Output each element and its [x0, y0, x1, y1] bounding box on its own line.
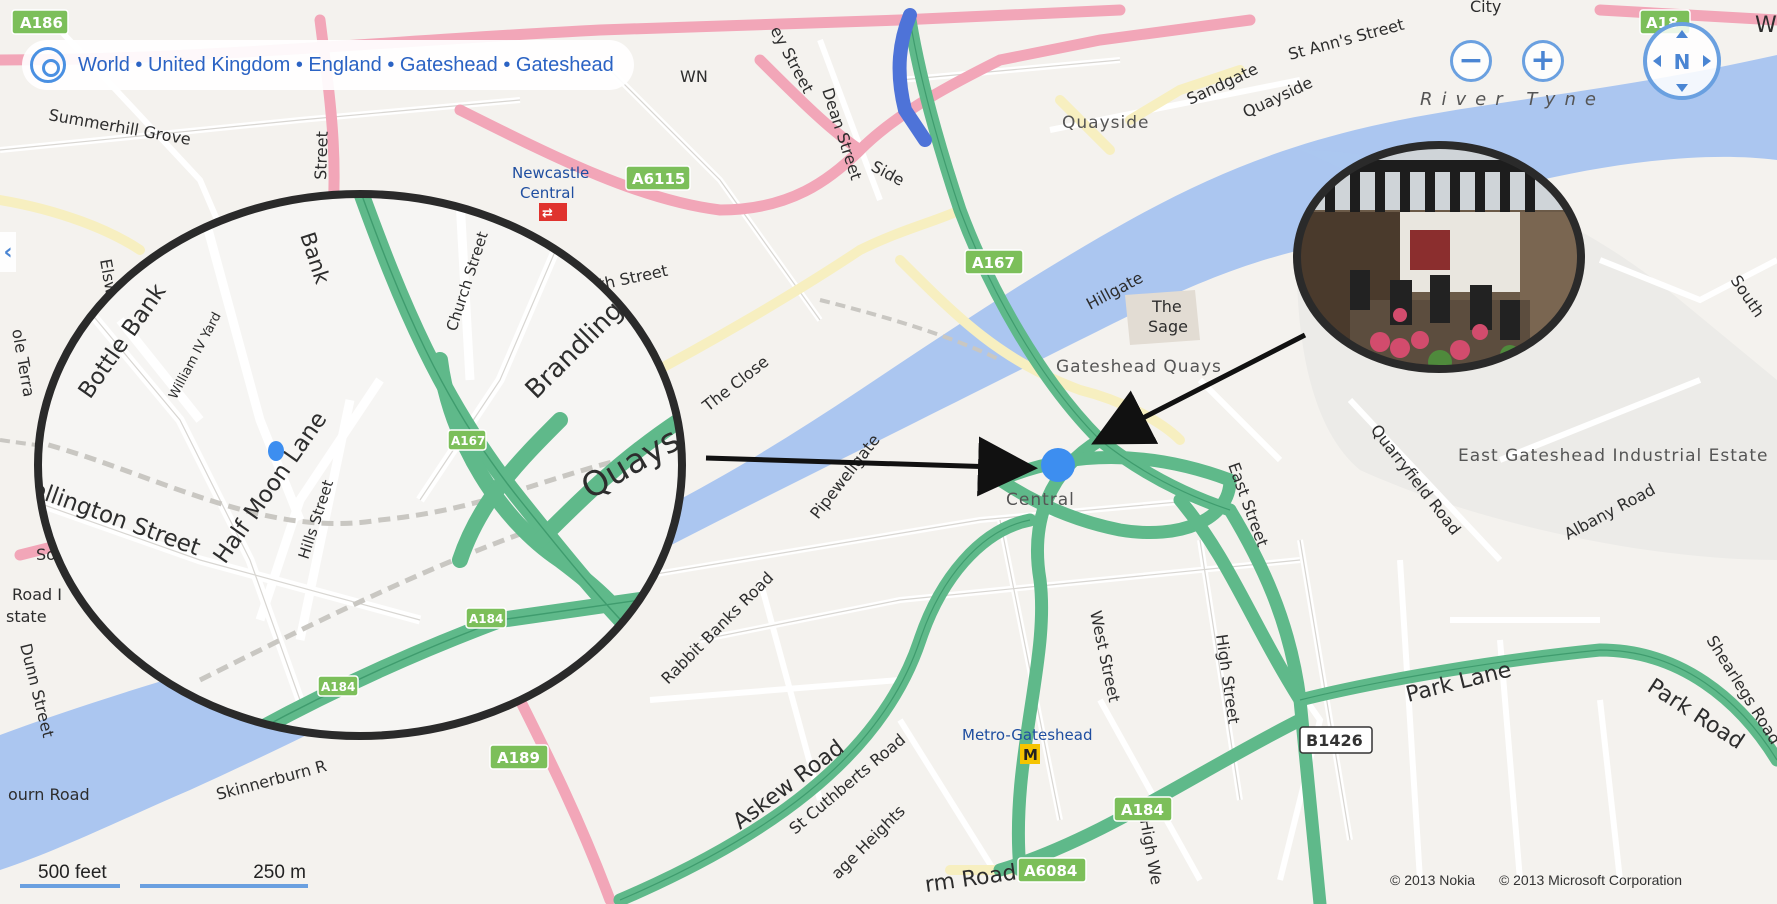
shield-a186: A186 — [11, 9, 69, 35]
metro-icon — [1020, 744, 1040, 764]
svg-text:A6084: A6084 — [1024, 862, 1077, 880]
arrow-photo-to-marker — [1091, 332, 1307, 445]
label-newcastle-central-2: Central — [520, 184, 575, 202]
chevron-left-icon: ‹ — [3, 239, 13, 265]
compass-down-icon[interactable] — [1676, 84, 1688, 92]
compass-left-icon[interactable] — [1653, 55, 1661, 67]
label-the-sage-1: The — [1151, 297, 1182, 316]
svg-text:A184: A184 — [469, 612, 503, 626]
compass-control[interactable]: N — [1643, 22, 1721, 100]
rail-station-icon — [539, 203, 567, 221]
breadcrumb-path[interactable]: World • United Kingdom • England • Gates… — [78, 53, 614, 76]
shield-a167: A167 — [964, 249, 1024, 275]
label-the-sage-2: Sage — [1148, 317, 1188, 336]
svg-text:A167: A167 — [972, 254, 1015, 272]
copyright-nokia: © 2013 Nokia — [1390, 872, 1476, 888]
zoom-shield-a184: A184 — [465, 607, 507, 629]
zoom-location-marker — [268, 441, 284, 461]
compass-north-label: N — [1673, 50, 1691, 74]
road-shields: A186 A18 A6115 A167 A189 A184 A6084 B142… — [11, 9, 1691, 883]
copyright-microsoft: © 2013 Microsoft Corporation — [1498, 872, 1683, 888]
label-wn: WN — [680, 67, 708, 86]
zoom-lens-border — [34, 190, 686, 740]
label-quayside-area: Quayside — [1062, 113, 1149, 133]
river-tyne — [0, 55, 1777, 870]
shield-a189: A189 — [489, 744, 549, 770]
shield-a184: A184 — [1113, 796, 1173, 822]
shield-b1426: B1426 — [1299, 726, 1373, 754]
breadcrumb: World • United Kingdom • England • Gates… — [22, 40, 634, 90]
svg-text:B1426: B1426 — [1306, 731, 1363, 750]
shield-a6115: A6115 — [625, 165, 691, 191]
label-east-gateshead-ie: East Gateshead Industrial Estate — [1458, 446, 1768, 466]
zoom-out-button[interactable]: − — [1450, 40, 1492, 82]
label-metro-gateshead: Metro-Gateshead — [962, 726, 1093, 744]
label-w-partial: W — [1755, 13, 1777, 38]
label-river-tyne: River Tyne — [1420, 89, 1605, 110]
trunk-road-edges — [619, 19, 1777, 901]
shield-a6084: A6084 — [1017, 857, 1087, 883]
photo-lens — [1293, 141, 1585, 373]
svg-text:A189: A189 — [497, 749, 540, 767]
location-marker[interactable] — [1041, 448, 1075, 482]
svg-text:A184: A184 — [321, 680, 355, 694]
label-estate: state — [6, 607, 47, 626]
svg-text:A184: A184 — [1121, 801, 1164, 819]
label-road-ie: Road I — [12, 585, 62, 604]
compass-right-icon[interactable] — [1703, 55, 1711, 67]
plus-icon: + — [1530, 43, 1556, 78]
zoom-shield-a184-2: A184 — [317, 675, 359, 697]
label-city: City — [1470, 0, 1501, 16]
metro-glyph: M — [1023, 746, 1038, 764]
label-central: Central — [1006, 490, 1075, 510]
label-newcastle-central-1: Newcastle — [512, 164, 589, 182]
arrow-zoom-to-marker — [705, 436, 1038, 497]
svg-text:A167: A167 — [451, 434, 485, 448]
svg-text:A186: A186 — [20, 14, 63, 32]
label-burn-road: ourn Road — [8, 785, 90, 804]
scale-meters: 250 m — [140, 862, 308, 888]
zoom-shield-a167: A167 — [447, 429, 487, 451]
sage-building — [1125, 290, 1200, 345]
scale-feet: 500 feet — [20, 862, 120, 888]
label-gateshead-quays: Gateshead Quays — [1056, 357, 1222, 377]
photo-lens-border — [1293, 141, 1585, 373]
zoom-lens: Bottle Bank William IV Yard Half Moon La… — [34, 190, 686, 740]
side-panel-toggle[interactable]: ‹ — [0, 232, 16, 272]
zoom-in-button[interactable]: + — [1522, 40, 1564, 82]
motorway-a167m — [892, 8, 932, 147]
compass-up-icon[interactable] — [1676, 30, 1688, 38]
copyright: © 2013 Nokia © 2013 Microsoft Corporatio… — [1390, 872, 1702, 888]
svg-text:A6115: A6115 — [632, 170, 685, 188]
locate-icon[interactable] — [30, 47, 66, 83]
label-street-top: Street — [311, 131, 332, 180]
rail-station-glyph: ⇄ — [542, 206, 553, 221]
minus-icon: − — [1458, 43, 1484, 78]
